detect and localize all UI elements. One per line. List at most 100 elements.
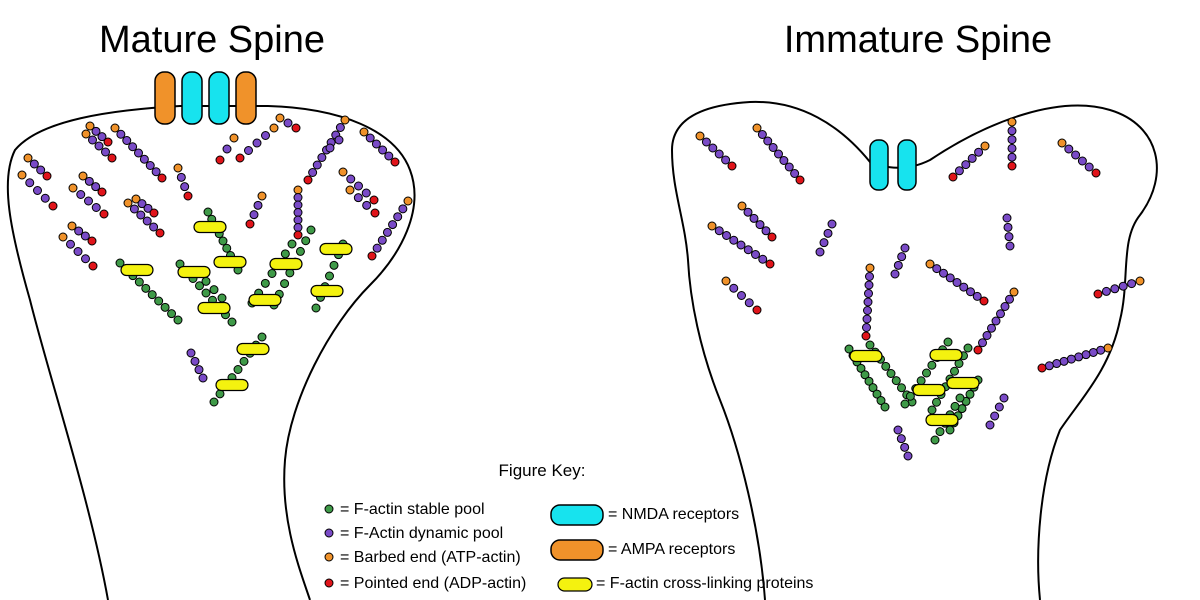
stable-actin-monomer xyxy=(880,402,890,412)
stable-actin-monomer xyxy=(886,369,896,378)
pointed-end xyxy=(88,261,98,271)
dynamic-actin-monomer xyxy=(896,434,906,444)
barbed-end xyxy=(275,113,285,123)
dynamic-actin-monomer xyxy=(97,132,107,142)
barbed-end xyxy=(340,115,350,125)
crosslinking-protein xyxy=(912,383,946,397)
pointed-end xyxy=(42,171,52,181)
dynamic-actin-monomer xyxy=(1101,286,1111,296)
dynamic-filament xyxy=(1002,213,1015,251)
dynamic-actin-monomer xyxy=(335,123,345,132)
pointed-end xyxy=(215,155,225,165)
stable-actin-monomer xyxy=(201,276,211,286)
barbed-end xyxy=(68,183,78,193)
dynamic-actin-monomer xyxy=(737,291,746,300)
dynamic-actin-monomer xyxy=(900,243,910,253)
dynamic-filament xyxy=(23,153,52,181)
dynamic-filament xyxy=(131,194,159,218)
dynamic-filament xyxy=(78,171,107,197)
barbed-end xyxy=(23,153,33,163)
dynamic-actin-monomer xyxy=(827,219,837,229)
dynamic-actin-monomer xyxy=(84,176,94,186)
dynamic-filament xyxy=(707,221,775,269)
dynamic-actin-monomer xyxy=(325,143,335,153)
key-ampa-label: = AMPA receptors xyxy=(608,541,735,558)
dynamic-actin-monomer xyxy=(1127,279,1137,289)
stable-actin-monomer xyxy=(927,405,937,415)
dynamic-actin-monomer xyxy=(353,193,363,203)
dynamic-filament xyxy=(67,221,97,246)
dynamic-actin-monomer xyxy=(1088,347,1098,357)
barbed-end xyxy=(173,163,183,173)
dynamic-actin-monomer xyxy=(967,153,977,163)
stable-actin-monomer xyxy=(900,399,910,409)
dynamic-actin-monomer xyxy=(94,141,104,151)
key-nmda-swatch xyxy=(550,504,604,526)
key-crosslink-label: = F-actin cross-linking proteins xyxy=(596,575,813,592)
stable-actin-monomer xyxy=(167,309,177,319)
crosslinking-protein xyxy=(236,342,270,356)
dynamic-filament xyxy=(85,121,113,147)
dynamic-actin-monomer xyxy=(790,169,800,178)
crosslinking-protein xyxy=(269,257,303,271)
dynamic-filament xyxy=(173,163,193,201)
dynamic-actin-monomer xyxy=(903,451,913,461)
dynamic-actin-monomer xyxy=(372,243,382,253)
dynamic-actin-monomer xyxy=(393,212,403,222)
dynamic-actin-monomer xyxy=(149,222,159,232)
dynamic-actin-monomer xyxy=(952,278,962,287)
stable-actin-monomer xyxy=(897,383,906,393)
key-stable-swatch xyxy=(324,504,334,514)
barbed-end xyxy=(695,131,705,141)
dynamic-actin-monomer xyxy=(1005,294,1014,304)
pointed-end xyxy=(291,123,301,133)
pointed-end xyxy=(183,191,193,201)
dynamic-actin-monomer xyxy=(987,323,996,333)
crosslinking-protein xyxy=(319,242,353,256)
stable-actin-monomer xyxy=(872,389,882,399)
dynamic-actin-monomer xyxy=(954,166,964,176)
dynamic-actin-monomer xyxy=(1004,232,1014,242)
dynamic-actin-monomer xyxy=(186,348,196,358)
dynamic-filament xyxy=(275,113,301,133)
stable-actin-monomer xyxy=(173,315,183,325)
dynamic-actin-monomer xyxy=(176,172,186,182)
stable-actin-monomer xyxy=(916,376,926,386)
dynamic-actin-monomer xyxy=(1084,162,1094,172)
dynamic-actin-monomer xyxy=(244,146,253,155)
pointed-end xyxy=(293,230,303,240)
key-barbed-swatch xyxy=(324,552,334,562)
dynamic-actin-monomer xyxy=(939,268,948,278)
dynamic-filament xyxy=(68,183,109,219)
pointed-end xyxy=(1091,168,1101,178)
dynamic-actin-monomer xyxy=(1007,152,1017,162)
dynamic-actin-monomer xyxy=(1074,352,1084,362)
barbed-end xyxy=(78,171,88,181)
stable-actin-monomer xyxy=(876,396,886,406)
barbed-end xyxy=(269,123,279,133)
stable-actin-monomer xyxy=(881,361,891,371)
barbed-end xyxy=(865,263,875,273)
stable-actin-monomer xyxy=(306,225,316,235)
dynamic-actin-monomer xyxy=(136,210,146,220)
dynamic-actin-monomer xyxy=(1007,126,1017,136)
barbed-end xyxy=(1057,138,1067,148)
dynamic-actin-monomer xyxy=(863,306,872,315)
stable-actin-monomer xyxy=(868,383,878,393)
stable-actin-monomer xyxy=(195,281,204,291)
dynamic-actin-monomer xyxy=(1059,356,1069,366)
dynamic-actin-monomer xyxy=(1118,281,1128,291)
dynamic-actin-monomer xyxy=(862,323,871,332)
dynamic-actin-monomer xyxy=(865,272,874,281)
crosslinking-protein xyxy=(946,376,980,390)
pointed-end xyxy=(103,137,113,147)
dynamic-filament xyxy=(293,185,303,240)
nmda-receptor xyxy=(897,139,917,191)
stable-actin-monomer xyxy=(280,249,290,259)
dynamic-filament xyxy=(17,170,58,211)
barbed-end xyxy=(345,185,355,195)
dynamic-actin-monomer xyxy=(194,365,204,375)
dynamic-actin-monomer xyxy=(900,442,910,452)
barbed-end xyxy=(17,170,27,180)
pointed-end xyxy=(48,201,58,211)
